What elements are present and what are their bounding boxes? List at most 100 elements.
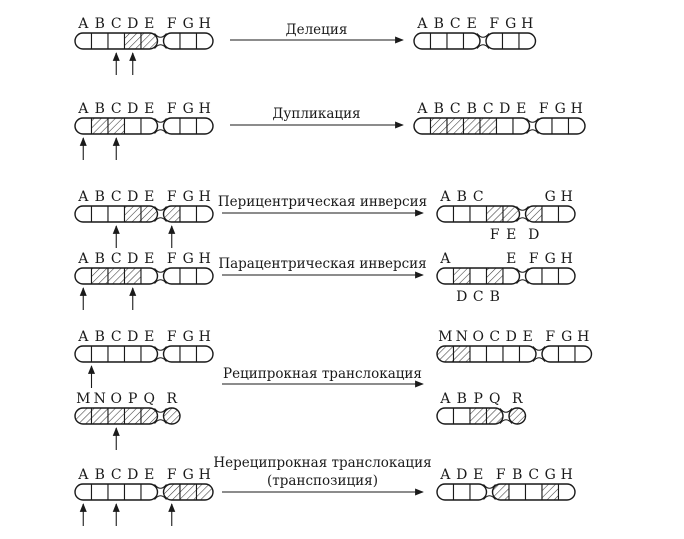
nonreciprocal-translocation-before-0-arm-left [75, 484, 158, 500]
reciprocal-translocation-before-0-segment [107, 346, 126, 362]
reciprocal-translocation-before-1-segment [163, 408, 180, 424]
reciprocal-translocation-after-0-gene-label: H [577, 329, 589, 345]
nonreciprocal-translocation-before-0-gene-label: D [127, 467, 138, 483]
reciprocal-translocation-after-0-gene-label: N [456, 329, 468, 345]
pericentric-inversion-after-0-gene-label: B [457, 189, 467, 205]
paracentric-inversion-before-0-segment [140, 268, 158, 284]
deletion-before-0-gene-label: B [95, 16, 105, 32]
nonreciprocal-translocation-before-0-segment [123, 484, 142, 500]
pericentric-inversion-after-0-inverted-label: D [528, 227, 539, 243]
pericentric-inversion-before-0-segment [179, 206, 198, 222]
duplication-title: Дупликация [272, 106, 360, 122]
reciprocal-translocation-before-1-gene-label: O [111, 391, 122, 407]
duplication-after-0-arm-right [535, 118, 585, 134]
deletion-after-0-gene-label: A [416, 16, 428, 32]
duplication-after-0-gene-label: B [434, 101, 444, 117]
duplication-before-0-segment [195, 118, 213, 134]
duplication-after-0-segment [567, 118, 585, 134]
reciprocal-translocation-after-0-centromere [532, 346, 546, 362]
reciprocal-translocation-before-1-segment [123, 408, 142, 424]
reciprocal-translocation-before-0-gene-label: G [183, 329, 194, 345]
pericentric-inversion-after-0-gene-label: H [561, 189, 573, 205]
pericentric-inversion-after-0-segment [502, 206, 520, 222]
reciprocal-translocation-before-1-segment [140, 408, 158, 424]
paracentric-inversion-before-0-gene-label: E [144, 251, 154, 267]
reciprocal-translocation-after-0-segment [469, 346, 488, 362]
deletion-before-0-arm-right [163, 33, 213, 49]
duplication-after-0-gene-label: H [571, 101, 583, 117]
duplication-after-0-gene-label: C [483, 101, 494, 117]
deletion-before-0-gene-label: A [77, 16, 89, 32]
paracentric-inversion-before-0-segment [179, 268, 198, 284]
paracentric-inversion-after-0-gene-label: H [561, 251, 573, 267]
deletion-after-0-gene-label: E [467, 16, 477, 32]
deletion-before-0-centromere [154, 33, 167, 49]
duplication-before-0-gene-label: B [95, 101, 105, 117]
pericentric-inversion-after-0-inverted-label: F [490, 227, 500, 243]
reciprocal-translocation-after-0-arm-right [542, 346, 592, 362]
paracentric-inversion-after-0-inverted-label: D [456, 289, 467, 305]
pericentric-inversion-before-0-arm-right [163, 206, 213, 222]
reciprocal-translocation-before-0-gene-label: E [144, 329, 154, 345]
duplication-after-0-segment [495, 118, 514, 134]
nonreciprocal-translocation-before-0-segment [140, 484, 158, 500]
deletion-before-0-gene-label: H [199, 16, 211, 32]
duplication-before-0-gene-label: E [144, 101, 154, 117]
paracentric-inversion-before-0-gene-label: F [167, 251, 177, 267]
paracentric-inversion-after-0-arm-right [525, 268, 575, 284]
deletion-before-0-segment [123, 33, 142, 49]
paracentric-inversion-after-0-segment [485, 268, 504, 284]
deletion-after-0-gene-label: G [505, 16, 516, 32]
deletion-after-0-arm-left [414, 33, 480, 49]
pericentric-inversion-after-0-gene-label: A [439, 189, 451, 205]
reciprocal-translocation-after-0-segment [518, 346, 536, 362]
paracentric-inversion-after-0-arm-left [437, 268, 520, 284]
duplication-before-0-segment [140, 118, 158, 134]
nonreciprocal-translocation-after-0-gene-label: H [561, 467, 573, 483]
reciprocal-translocation-after-1-centromere [499, 408, 513, 424]
pericentric-inversion-before-0-gene-label: C [111, 189, 122, 205]
reciprocal-translocation-before-0-arm-left [75, 346, 158, 362]
reciprocal-translocation-before-1-arm-left [75, 408, 158, 424]
reciprocal-translocation-after-0-gene-label: C [489, 329, 500, 345]
paracentric-inversion-after-0-gene-label: A [439, 251, 451, 267]
pericentric-inversion-after-0-gene-label: C [473, 189, 484, 205]
nonreciprocal-translocation-after-0-arm-left [437, 484, 487, 500]
row-deletion: Делеция [230, 22, 404, 44]
nonreciprocal-translocation-before-0-segment [107, 484, 126, 500]
deletion-after-0-segment [501, 33, 520, 49]
deletion-before-0-gene-label: D [127, 16, 138, 32]
deletion-after-0-segment [518, 33, 536, 49]
paracentric-inversion-after-0-segment [541, 268, 560, 284]
reciprocal-translocation-after-0-segment [557, 346, 576, 362]
nonreciprocal-translocation-before-0-arm-right [163, 484, 213, 500]
reciprocal-translocation-title: Реципрокная транслокация [223, 366, 422, 382]
reciprocal-translocation-after-0-gene-label: D [506, 329, 517, 345]
nonreciprocal-translocation-after-0-gene-label: D [456, 467, 467, 483]
pericentric-inversion-after-0-segment [485, 206, 504, 222]
deletion-before-0-segment [179, 33, 198, 49]
paracentric-inversion-after-0-segment [557, 268, 575, 284]
deletion-before-0-gene-label: E [144, 16, 154, 32]
paracentric-inversion-before-0-segment [195, 268, 213, 284]
reciprocal-translocation-before-0-segment [140, 346, 158, 362]
reciprocal-translocation-after-0-arm-left [437, 346, 536, 362]
nonreciprocal-translocation-after-0-segment [541, 484, 560, 500]
nonreciprocal-translocation-title: Нереципрокная транслокация [213, 455, 431, 471]
row-pericentric-inversion: Перицентрическая инверсия [218, 194, 427, 217]
pericentric-inversion-before-0-segment [90, 206, 109, 222]
pericentric-inversion-before-0-gene-label: D [127, 189, 138, 205]
deletion-after-0-gene-label: B [434, 16, 444, 32]
duplication-before-0-gene-label: D [127, 101, 138, 117]
duplication-after-0-gene-label: C [450, 101, 461, 117]
paracentric-inversion-before-0-gene-label: H [199, 251, 211, 267]
reciprocal-translocation-before-0-segment [90, 346, 109, 362]
pericentric-inversion-after-0-arm-right [525, 206, 575, 222]
reciprocal-translocation-before-1-centromere [154, 408, 167, 424]
deletion-after-0-segment [429, 33, 448, 49]
